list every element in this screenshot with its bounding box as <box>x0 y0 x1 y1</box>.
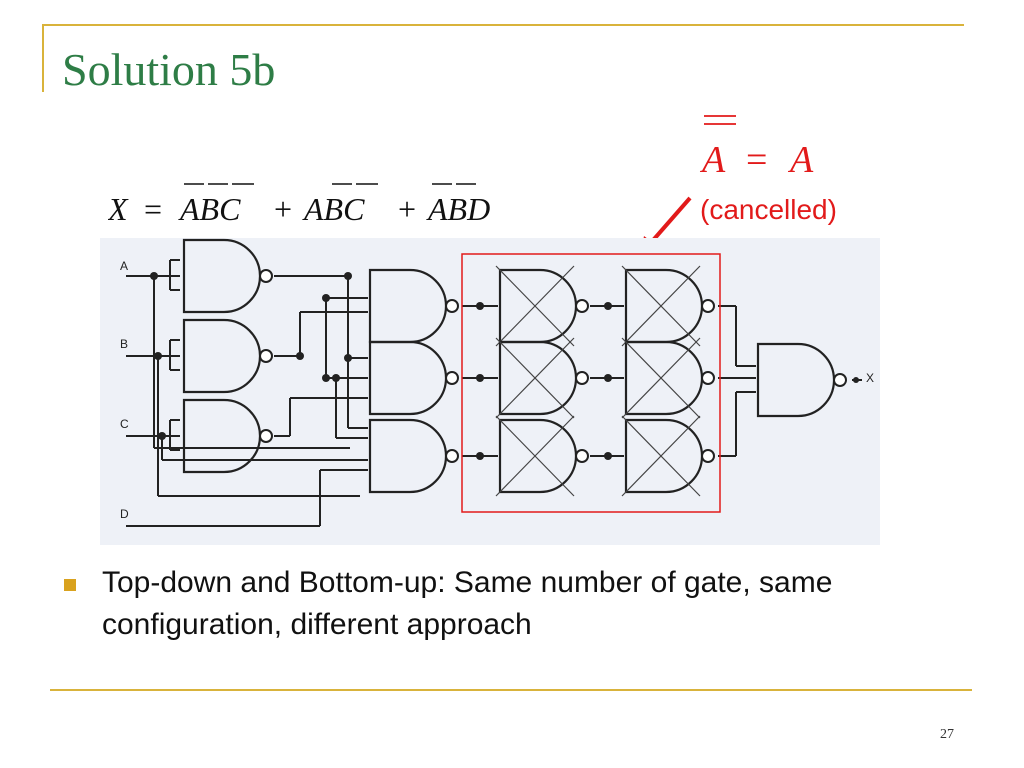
slide-title: Solution 5b <box>62 44 276 95</box>
equation-equals: = <box>144 191 162 227</box>
cancelled-gates-box <box>461 253 721 513</box>
cancelled-note: (cancelled) <box>700 194 837 225</box>
nand-gate-term-2 <box>368 340 460 416</box>
equation-term-3: ABD <box>426 191 490 227</box>
nand-gate-term-1 <box>368 268 460 344</box>
frame-bottom-line <box>50 689 972 691</box>
cancelled-gate-3a <box>494 414 590 498</box>
input-label-d: D <box>120 507 129 521</box>
nand-gate-inv-c <box>182 398 274 474</box>
nand-gate-output <box>756 342 848 418</box>
page-number: 27 <box>940 727 954 742</box>
equation-term-2: ABC <box>302 191 365 227</box>
equation-term-1: ABC <box>178 191 241 227</box>
frame-top-line <box>42 24 964 26</box>
identity-rhs: A <box>787 139 814 181</box>
bullet-text: Top-down and Bottom-up: Same number of g… <box>102 566 833 641</box>
input-label-a: A <box>120 259 128 273</box>
equation-plus-2: + <box>398 191 416 227</box>
frame-left-line <box>42 24 44 92</box>
nand-gate-inv-b <box>182 318 274 394</box>
equation-output: X <box>108 191 129 227</box>
input-label-c: C <box>120 417 129 431</box>
identity-equals: = <box>746 139 767 181</box>
cancelled-gate-2a <box>494 336 590 420</box>
cancelled-gate-2b <box>620 336 716 420</box>
cancelled-gate-3b <box>620 414 716 498</box>
logic-circuit-diagram: A B C D X <box>100 238 880 545</box>
input-label-b: B <box>120 337 128 351</box>
identity-lhs: A <box>699 139 726 181</box>
double-negation-identity: A = A <box>699 115 814 181</box>
nand-gate-term-3 <box>368 418 460 494</box>
output-label-x: X <box>866 371 874 385</box>
bullet-square-icon <box>64 579 76 591</box>
cancelled-gate-1b <box>620 264 716 348</box>
boolean-equation: X = ABC + ABC + ABD <box>108 183 490 227</box>
equation-plus-1: + <box>274 191 292 227</box>
nand-gate-inv-a <box>182 238 274 314</box>
circuit-svg: A B C D X <box>120 238 874 527</box>
cancelled-gate-1a <box>494 264 590 348</box>
